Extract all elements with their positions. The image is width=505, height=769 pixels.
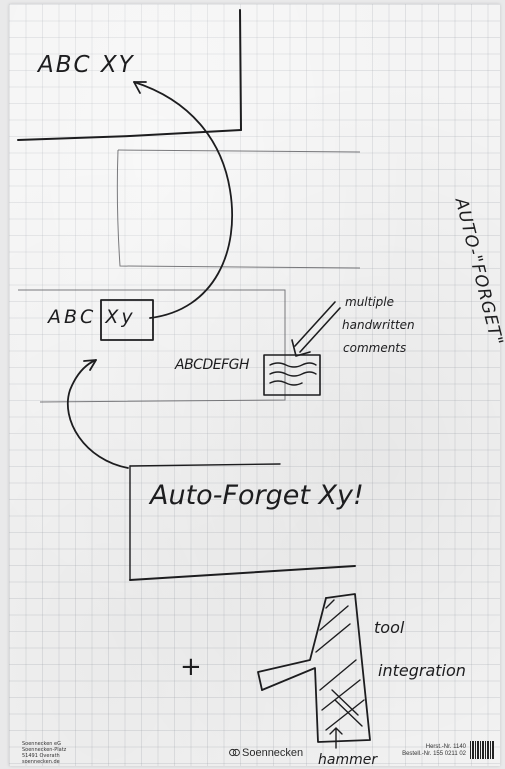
curve-arrow-left	[68, 360, 128, 468]
hammer-label: hammer	[318, 752, 377, 768]
hammer-drawing	[258, 594, 370, 742]
brand-name: Soennecken	[242, 747, 303, 759]
tool-note-line-2: integration	[378, 661, 466, 680]
barcode	[470, 741, 494, 759]
tool-note-line-1: tool	[374, 618, 404, 637]
company-line: soennecken.de	[22, 759, 66, 765]
curve-arrow-up	[134, 82, 232, 318]
top-label: ABC XY	[38, 52, 135, 78]
comment-note-line-2: handwritten	[342, 318, 415, 332]
company-address: Soennecken eG Soennecken-Platz 51491 Ove…	[22, 741, 66, 765]
hammer-arrow	[330, 728, 342, 748]
comment-note-line-1: multiple	[345, 295, 394, 309]
order-line: Herst.-Nr. 1140	[398, 744, 466, 751]
middle-label: ABC Xy	[48, 306, 136, 328]
auto-forget-text: Auto-Forget Xy!	[150, 480, 364, 511]
order-line: Bestell.-Nr. 155 0211 02	[398, 751, 466, 758]
plus-sign: +	[180, 652, 202, 682]
brand-logo-icon	[229, 748, 240, 757]
comment-note-line-3: comments	[343, 341, 406, 355]
order-info: Herst.-Nr. 1140 Bestell.-Nr. 155 0211 02	[398, 744, 466, 758]
pencil-sketch-box	[117, 150, 360, 268]
comment-box	[264, 355, 320, 395]
comment-arrow	[292, 302, 340, 356]
long-label: ABCDEFGH	[175, 357, 249, 373]
